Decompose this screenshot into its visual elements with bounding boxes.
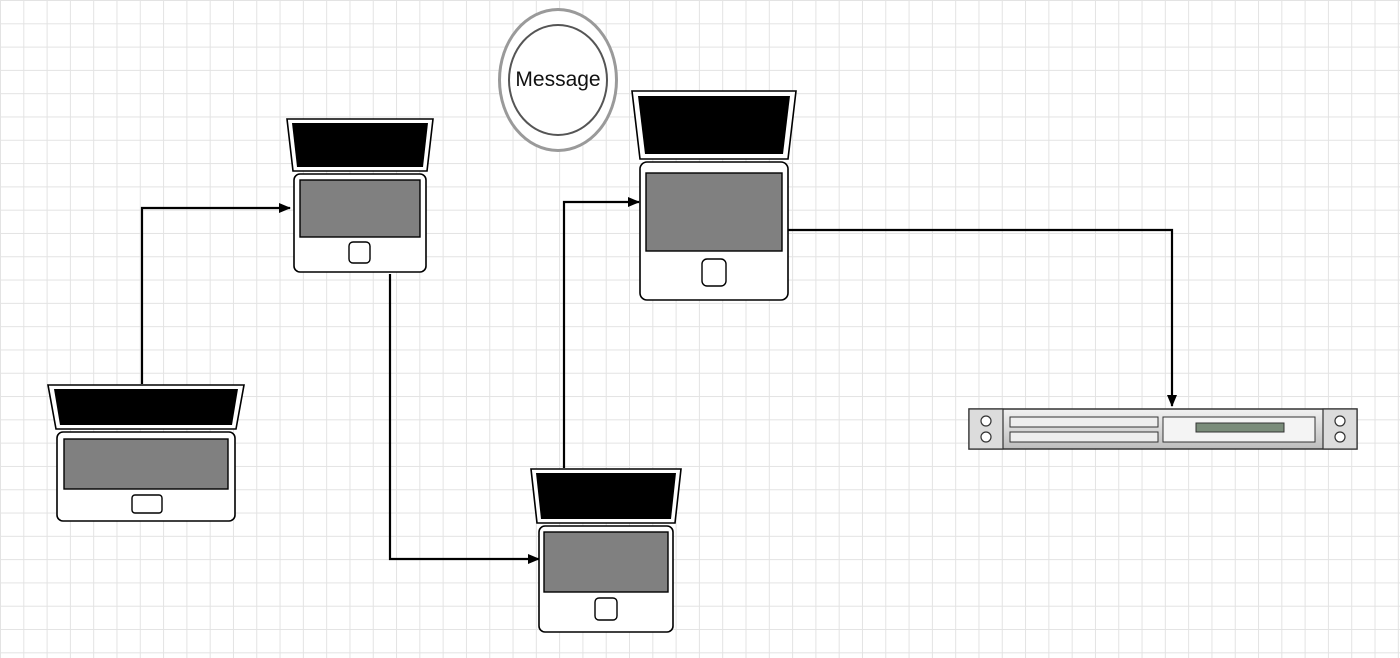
laptop-icon [530,468,682,633]
laptop-node-4[interactable] [630,89,798,303]
rack-server-icon [968,408,1358,450]
laptop-icon [286,118,434,273]
connector-laptop3-to-laptop4[interactable] [562,197,640,468]
connector-laptop4-to-server[interactable] [784,228,1177,407]
laptop-icon [631,90,797,301]
laptop-icon [47,384,245,522]
laptop-node-2[interactable] [285,117,435,275]
message-label: Message [508,24,608,136]
connector-laptop1-to-laptop2[interactable] [140,203,291,384]
message-node[interactable]: Message [498,8,618,152]
connector-laptop2-to-laptop3[interactable] [388,274,540,564]
server-node[interactable] [968,408,1358,450]
laptop-node-3[interactable] [529,467,683,635]
laptop-node-1[interactable] [45,383,247,523]
